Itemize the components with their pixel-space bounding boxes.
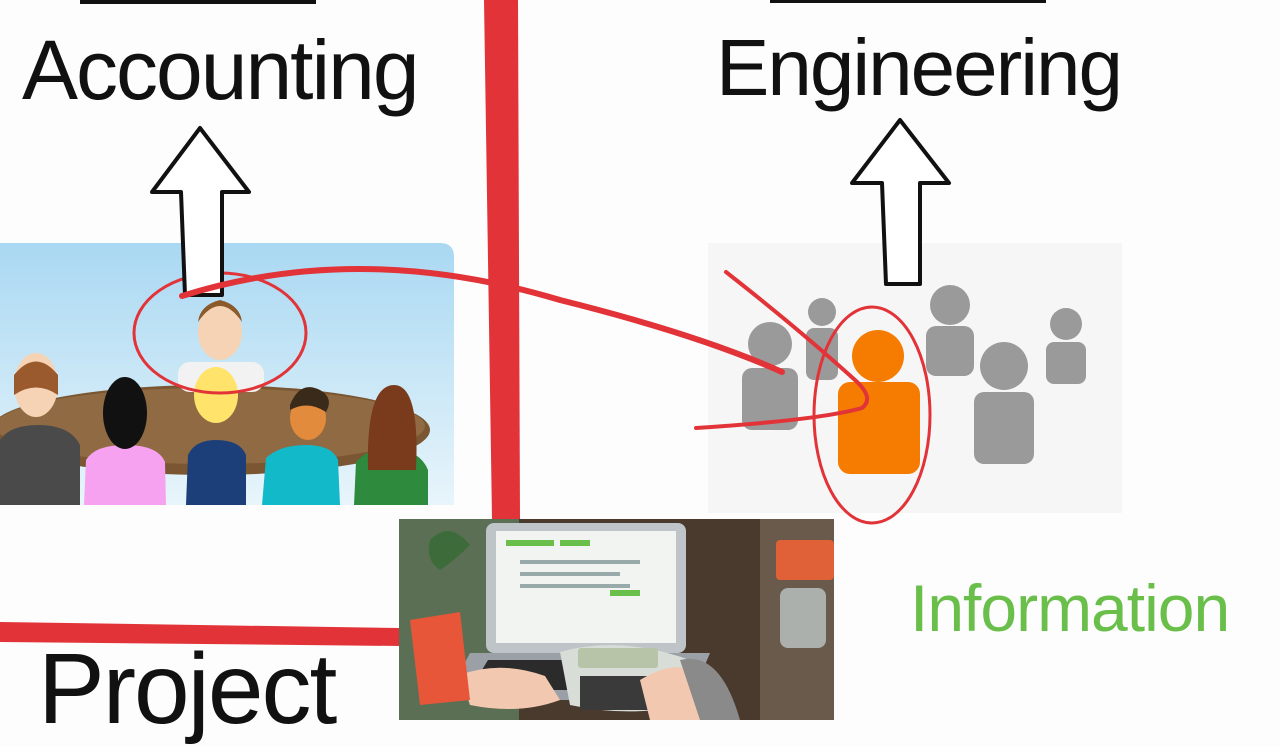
arrow-up-icon (850, 118, 951, 286)
horizontal-divider (0, 622, 400, 646)
heading-engineering: Engineering (716, 23, 1123, 112)
meeting-illustration (0, 243, 454, 505)
heading-information: Information (910, 571, 1230, 645)
laptop-calculator-photo (399, 519, 834, 720)
underline-right (770, 0, 1046, 3)
heading-project: Project (38, 633, 337, 745)
arrow-up-icon (150, 126, 251, 297)
connection-curve (179, 266, 785, 375)
vertical-divider (484, 0, 520, 520)
highlight-circle-right (812, 305, 932, 525)
people-group-icon (708, 243, 1122, 513)
whiteboard-canvas (0, 0, 1122, 720)
annotation-stroke (694, 270, 870, 430)
underline-left (80, 0, 316, 4)
heading-accounting: Accounting (22, 23, 420, 117)
